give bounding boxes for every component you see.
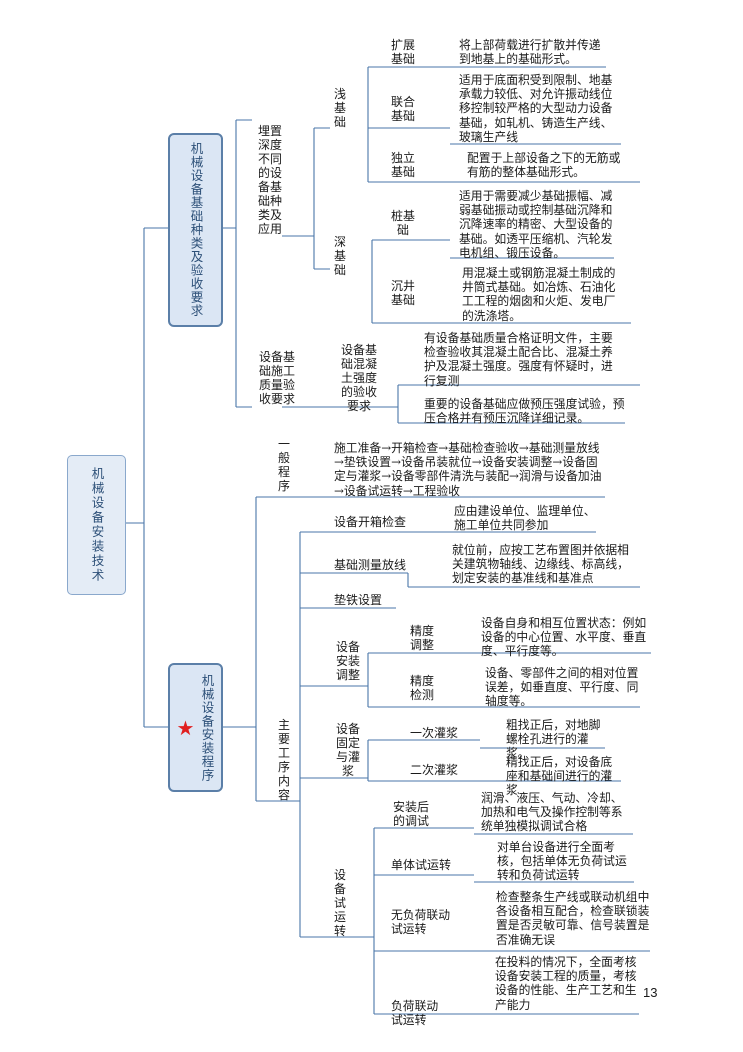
precision-check-desc: 设备、零部件之间的相对位置误差，如垂直度、平行度、同轴度等。 — [485, 666, 639, 709]
branch-install-procedure: ★ 机械设备安装程序 — [168, 663, 223, 792]
post-install-debug-name: 安装后的调试 — [392, 800, 429, 828]
concrete-strength-label: 设备基础混凝土强度的验收要求 — [340, 343, 377, 413]
single-trial-name: 单体试运转 — [391, 858, 452, 872]
root-label: 机械设备安装技术 — [89, 467, 105, 583]
shim-name: 垫铁设置 — [334, 593, 383, 607]
caisson-foundation-name: 沉井基础 — [390, 279, 415, 307]
isolated-foundation-name: 独立基础 — [390, 151, 415, 179]
second-grout-desc: 精找正后，对设备底座和基础间进行的灌浆 — [506, 755, 613, 798]
combined-foundation-name: 联合基础 — [390, 95, 415, 123]
spread-foundation-desc: 将上部荷载进行扩散并传递到地基上的基础形式。 — [459, 38, 601, 67]
branch-install-label: 机械设备安装程序 — [199, 673, 215, 782]
general-procedure-desc: 施工准备→开箱检查→基础检查验收→基础测量放线→垫铁设置→设备吊装就位→设备安装… — [334, 441, 602, 498]
deep-label: 深基础 — [333, 235, 346, 277]
post-install-debug-desc: 润滑、液压、气动、冷却、加热和电气及操作控制等系统单独模拟调试合格 — [481, 791, 623, 834]
open-check-name: 设备开箱检查 — [334, 515, 407, 529]
adjust-name: 设备安装调整 — [335, 640, 360, 682]
pile-foundation-desc: 适用于需要减少基础振幅、减弱基础振动或控制基础沉降和沉降速率的精密、大型设备的基… — [459, 189, 613, 260]
main-procedure-label: 主要工序内容 — [277, 718, 290, 802]
star-icon: ★ — [176, 715, 195, 740]
noload-trial-name: 无负荷联动试运转 — [391, 908, 450, 937]
general-procedure-label: 一般程序 — [277, 437, 290, 493]
survey-desc: 就位前，应按工艺布置图并依据相关建筑物轴线、边缘线、标高线，划定安装的基准线和基… — [452, 543, 629, 586]
first-grout-desc: 粗找正后，对地脚螺栓孔进行的灌浆。 — [506, 718, 601, 761]
acceptance-label: 设备基础施工质量验收要求 — [258, 350, 295, 406]
noload-trial-desc: 检查整条生产线或联动机组中各设备相互配合，检查联锁装置是否灵敏可靠、信号装置是否… — [496, 890, 650, 947]
isolated-foundation-desc: 配置于上部设备之下的无筋或有筋的整体基础形式。 — [467, 151, 621, 180]
root-node: 机械设备安装技术 — [67, 455, 126, 595]
combined-foundation-desc: 适用于底面积受到限制、地基承载力较低、对允许振动线位移控制较严格的大型动力设备基… — [459, 73, 613, 144]
trial-run-name: 设备试运转 — [333, 868, 346, 938]
acceptance-item-2: 重要的设备基础应做预压强度试验，预压合格并有预压沉降详细记录。 — [424, 397, 625, 426]
load-trial-desc: 在投料的情况下，全面考核设备安装工程的质量，考核设备的性能、生产工艺和生产能力 — [495, 955, 637, 1012]
precision-adjust-name: 精度调整 — [409, 624, 434, 652]
single-trial-desc: 对单台设备进行全面考核，包括单体无负荷试运转和负荷试运转 — [497, 840, 627, 883]
shallow-label: 浅基础 — [333, 87, 346, 129]
group-depth-label: 埋置深度不同的设备基础种类及应用 — [257, 124, 282, 236]
branch-foundation-types: 机械设备基础种类及验收要求 — [168, 133, 223, 327]
precision-adjust-desc: 设备自身和相互位置状态：例如设备的中心位置、水平度、垂直度、平行度等。 — [481, 616, 647, 659]
acceptance-item-1: 有设备基础质量合格证明文件，主要检查验收其混凝土配合比、混凝土养护及混凝土强度。… — [424, 331, 613, 388]
grout-name: 设备固定与灌浆 — [335, 722, 360, 778]
branch-foundation-label: 机械设备基础种类及验收要求 — [188, 142, 204, 318]
second-grout-name: 二次灌浆 — [410, 763, 459, 777]
caisson-foundation-desc: 用混凝土或钢筋混凝土制成的井筒式基础。如冶炼、石油化工工程的烟囱和火炬、发电厂的… — [462, 266, 616, 323]
load-trial-name: 负荷联动试运转 — [391, 999, 439, 1028]
precision-check-name: 精度检测 — [409, 674, 434, 702]
page-number: 13 — [643, 985, 658, 1000]
open-check-desc: 应由建设单位、监理单位、施工单位共同参加 — [454, 504, 596, 533]
first-grout-name: 一次灌浆 — [410, 726, 459, 740]
survey-name: 基础测量放线 — [334, 558, 407, 572]
spread-foundation-name: 扩展基础 — [390, 38, 415, 66]
pile-foundation-name: 桩基础 — [390, 209, 415, 237]
